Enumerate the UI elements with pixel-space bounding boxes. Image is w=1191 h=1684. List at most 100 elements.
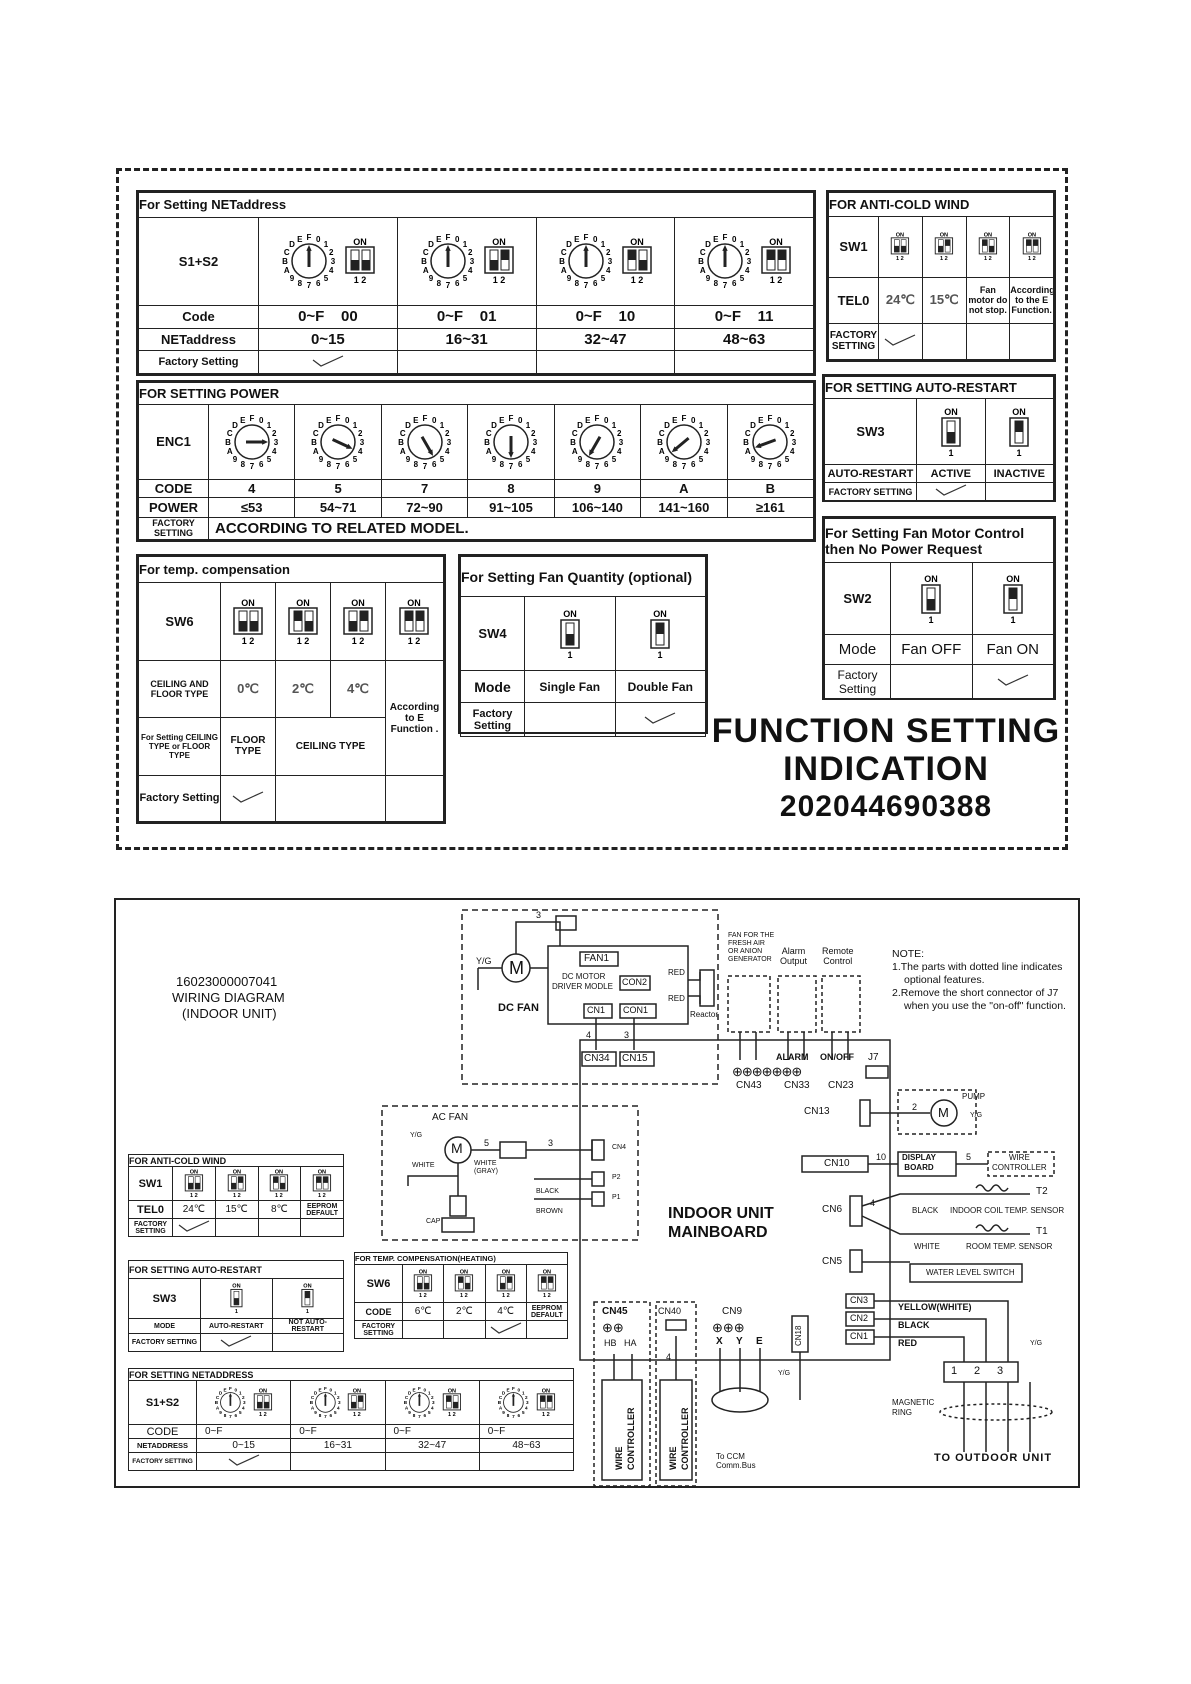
svg-text:ON: ON: [232, 1284, 240, 1290]
svg-text:1: 1: [353, 421, 358, 430]
svg-text:ON: ON: [460, 1270, 468, 1276]
mini-auto-restart-b: NOT AUTO-RESTART: [271, 1318, 344, 1334]
single-fan: Single Fan: [524, 670, 616, 703]
svg-text:E: E: [672, 416, 678, 425]
svg-text:3: 3: [533, 438, 538, 447]
svg-text:1: 1: [1017, 448, 1022, 458]
check-mark-icon: [200, 1333, 273, 1352]
mini-temp-comp-code: CODE: [354, 1302, 403, 1321]
fan-off: Fan OFF: [890, 634, 973, 665]
svg-text:7: 7: [336, 462, 341, 471]
mini-net-label: NETADDRESS: [128, 1438, 197, 1453]
wire-controller-v2: WIRE: [668, 1446, 678, 1471]
svg-text:2: 2: [617, 429, 622, 438]
yg-label-pump: Y/G: [970, 1112, 983, 1119]
svg-text:6: 6: [423, 1413, 426, 1418]
svg-text:7: 7: [584, 281, 589, 290]
mini-anti-cold-value: 15℃: [214, 1200, 259, 1219]
svg-text:7: 7: [324, 1414, 327, 1419]
svg-text:2: 2: [431, 1395, 434, 1400]
svg-text:F: F: [445, 233, 450, 242]
svg-text:6: 6: [518, 460, 523, 469]
diagram-id: 16023000007041: [176, 974, 278, 989]
svg-text:3: 3: [608, 257, 613, 266]
svg-text:3: 3: [273, 438, 278, 447]
net-switch-label: S1+S2: [138, 216, 259, 307]
cn9-label: CN9: [722, 1306, 743, 1317]
svg-text:2: 2: [704, 429, 709, 438]
net-code-cell: 0~F 01: [396, 305, 537, 329]
outdoor-unit-label: TO OUTDOOR UNIT: [934, 1452, 1053, 1464]
mini-temp-comp-sw: SW6: [354, 1264, 403, 1303]
svg-text:D: D: [664, 421, 670, 430]
svg-text:C: C: [313, 429, 319, 438]
svg-text:0: 0: [732, 235, 737, 244]
svg-text:B: B: [398, 438, 404, 447]
svg-text:1 2: 1 2: [233, 1193, 241, 1199]
svg-text:E: E: [318, 1387, 321, 1392]
mini-temp-comp-factory: FACTORY SETTING: [354, 1320, 403, 1339]
svg-text:9: 9: [220, 1410, 223, 1415]
svg-text:8: 8: [436, 280, 441, 289]
fan1-connector: [579, 951, 619, 967]
cn1-driver-connector: [583, 1003, 613, 1019]
svg-text:A: A: [423, 267, 429, 276]
svg-text:5: 5: [353, 455, 358, 464]
svg-text:F: F: [595, 414, 600, 423]
svg-text:D: D: [750, 421, 756, 430]
svg-text:B: B: [215, 1400, 219, 1405]
svg-text:A: A: [700, 267, 706, 276]
mini-net-title: FOR SETTING NETADDRESS: [128, 1368, 574, 1381]
svg-text:3: 3: [619, 438, 624, 447]
dc-fan-optional-box: [461, 909, 719, 1085]
svg-text:4: 4: [358, 447, 363, 456]
svg-text:9: 9: [314, 1410, 317, 1415]
svg-text:9: 9: [232, 455, 237, 464]
svg-text:1: 1: [522, 1390, 525, 1395]
wire-count: 5: [966, 1152, 972, 1162]
cn34-connector: [581, 1051, 617, 1067]
according-e-function: According to E Function .: [384, 660, 445, 776]
svg-text:5: 5: [439, 455, 444, 464]
svg-text:1 2: 1 2: [770, 275, 783, 285]
svg-text:A: A: [572, 447, 578, 456]
mini-net-code-value: 0~F: [290, 1424, 386, 1439]
svg-text:1: 1: [239, 1390, 242, 1395]
fan-motor-factory-label: Factory Setting: [824, 664, 891, 699]
mini-net-range: 0~15: [195, 1438, 292, 1453]
svg-text:5: 5: [428, 1410, 431, 1415]
net-address-title: For Setting NETaddress: [138, 192, 814, 218]
svg-text:D: D: [502, 1390, 506, 1395]
svg-text:9: 9: [578, 455, 583, 464]
svg-text:1 2: 1 2: [492, 275, 505, 285]
svg-text:2: 2: [358, 429, 363, 438]
svg-text:ON: ON: [353, 237, 367, 247]
driver-label-2: DRIVER MODLE: [552, 982, 613, 991]
t1-label: T1: [1036, 1226, 1048, 1237]
temp-value: 4℃: [329, 660, 386, 718]
svg-text:1 2: 1 2: [543, 1293, 551, 1299]
mini-temp-comp-value: 2℃: [443, 1302, 486, 1321]
y-label: Y: [736, 1336, 743, 1347]
svg-text:E: E: [326, 416, 332, 425]
svg-text:ON: ON: [896, 233, 904, 239]
fan-quantity-factory-label: Factory Setting: [460, 702, 525, 737]
svg-text:B: B: [498, 1400, 502, 1405]
wire-controller-optional-box: [987, 1151, 1055, 1177]
power-value: ≥161: [726, 496, 815, 518]
svg-text:8: 8: [672, 460, 677, 469]
